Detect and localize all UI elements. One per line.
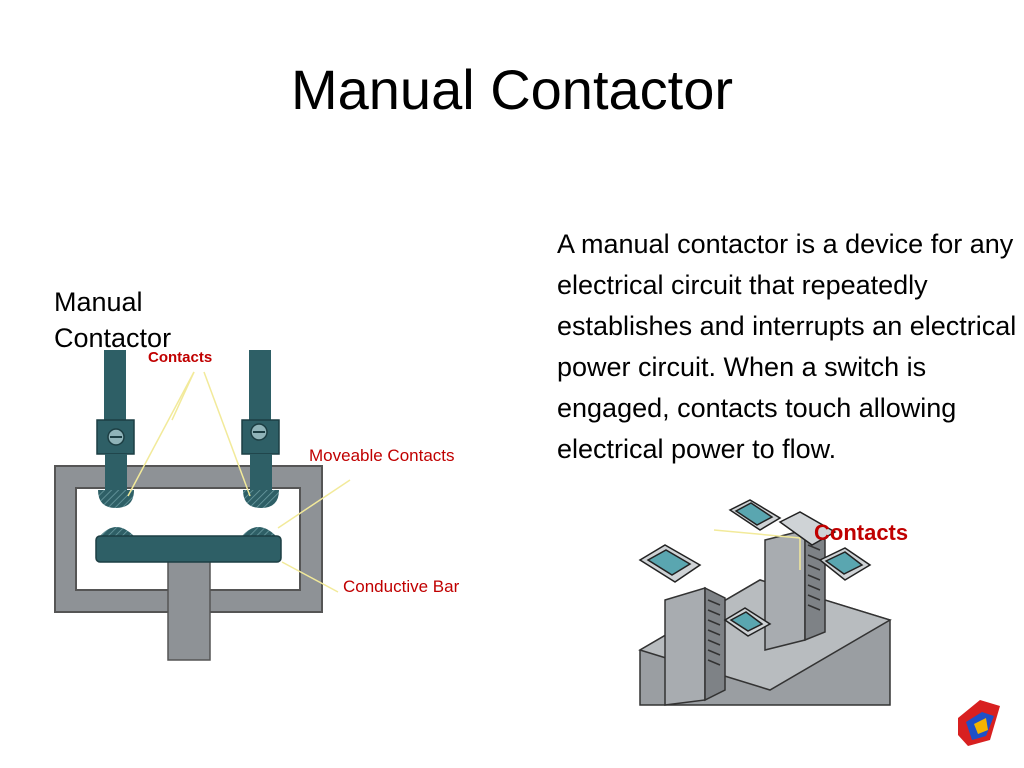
plunger-shaft [167,559,211,661]
left-terminal [96,350,135,508]
housing-frame [54,465,323,613]
slide-title: Manual Contactor [290,58,733,121]
diagram-caption-line2: Contactor [54,323,172,353]
photo-contacts-label: Contacts [814,520,909,545]
moveable-contacts-label: Moveable Contacts [309,446,455,465]
contacts-label: Contacts [148,349,213,366]
leader-lines [127,371,351,593]
description-text: A manual contactor is a device for any e… [557,229,1017,464]
diagram-caption: Manual Contactor [54,284,171,356]
contact-pads [638,499,872,637]
post-left [664,586,726,706]
conductive-bar-label: Conductive Bar [343,577,460,596]
diagram-caption-line1: Manual [54,287,143,317]
photo-leader-lines [713,529,801,570]
conductive-bar [95,527,282,563]
right-terminal [241,350,280,508]
post-right [764,528,826,651]
